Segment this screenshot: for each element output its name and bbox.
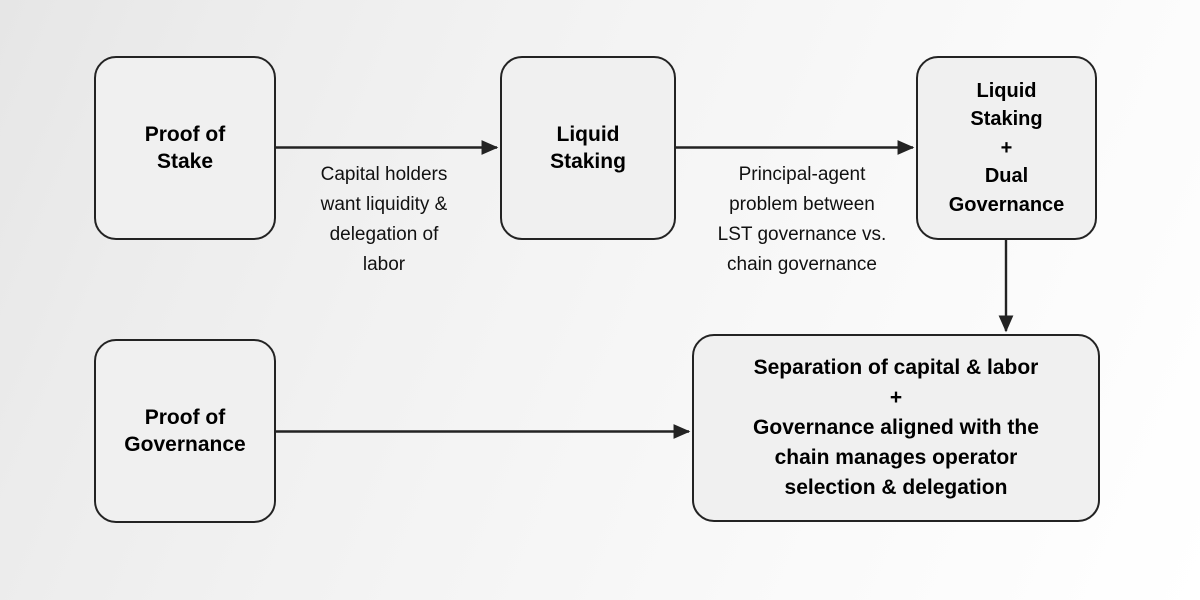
node-liquid-staking-label: Liquid Staking <box>550 122 626 173</box>
node-liquid-staking-dual-governance: Liquid Staking + Dual Governance <box>916 56 1097 240</box>
node-liquid-staking: Liquid Staking <box>500 56 676 240</box>
node-proof-of-stake-label: Proof of Stake <box>144 122 226 173</box>
node-proof-of-stake: Proof of Stake <box>94 56 276 240</box>
node-outcome-label: Separation of capital & labor + Governan… <box>753 356 1039 499</box>
node-liquid-staking-dual-governance-label: Liquid Staking + Dual Governance <box>948 80 1065 216</box>
node-proof-of-governance-label: Proof of Governance <box>124 405 246 456</box>
node-proof-of-governance: Proof of Governance <box>94 339 276 523</box>
edge-label-liquid-staking-to-dual-governance: Principal-agent problem between LST gove… <box>717 164 887 276</box>
edge-label-pos-to-liquid-staking: Capital holders want liquidity & delegat… <box>320 164 448 276</box>
node-outcome: Separation of capital & labor + Governan… <box>692 334 1100 522</box>
